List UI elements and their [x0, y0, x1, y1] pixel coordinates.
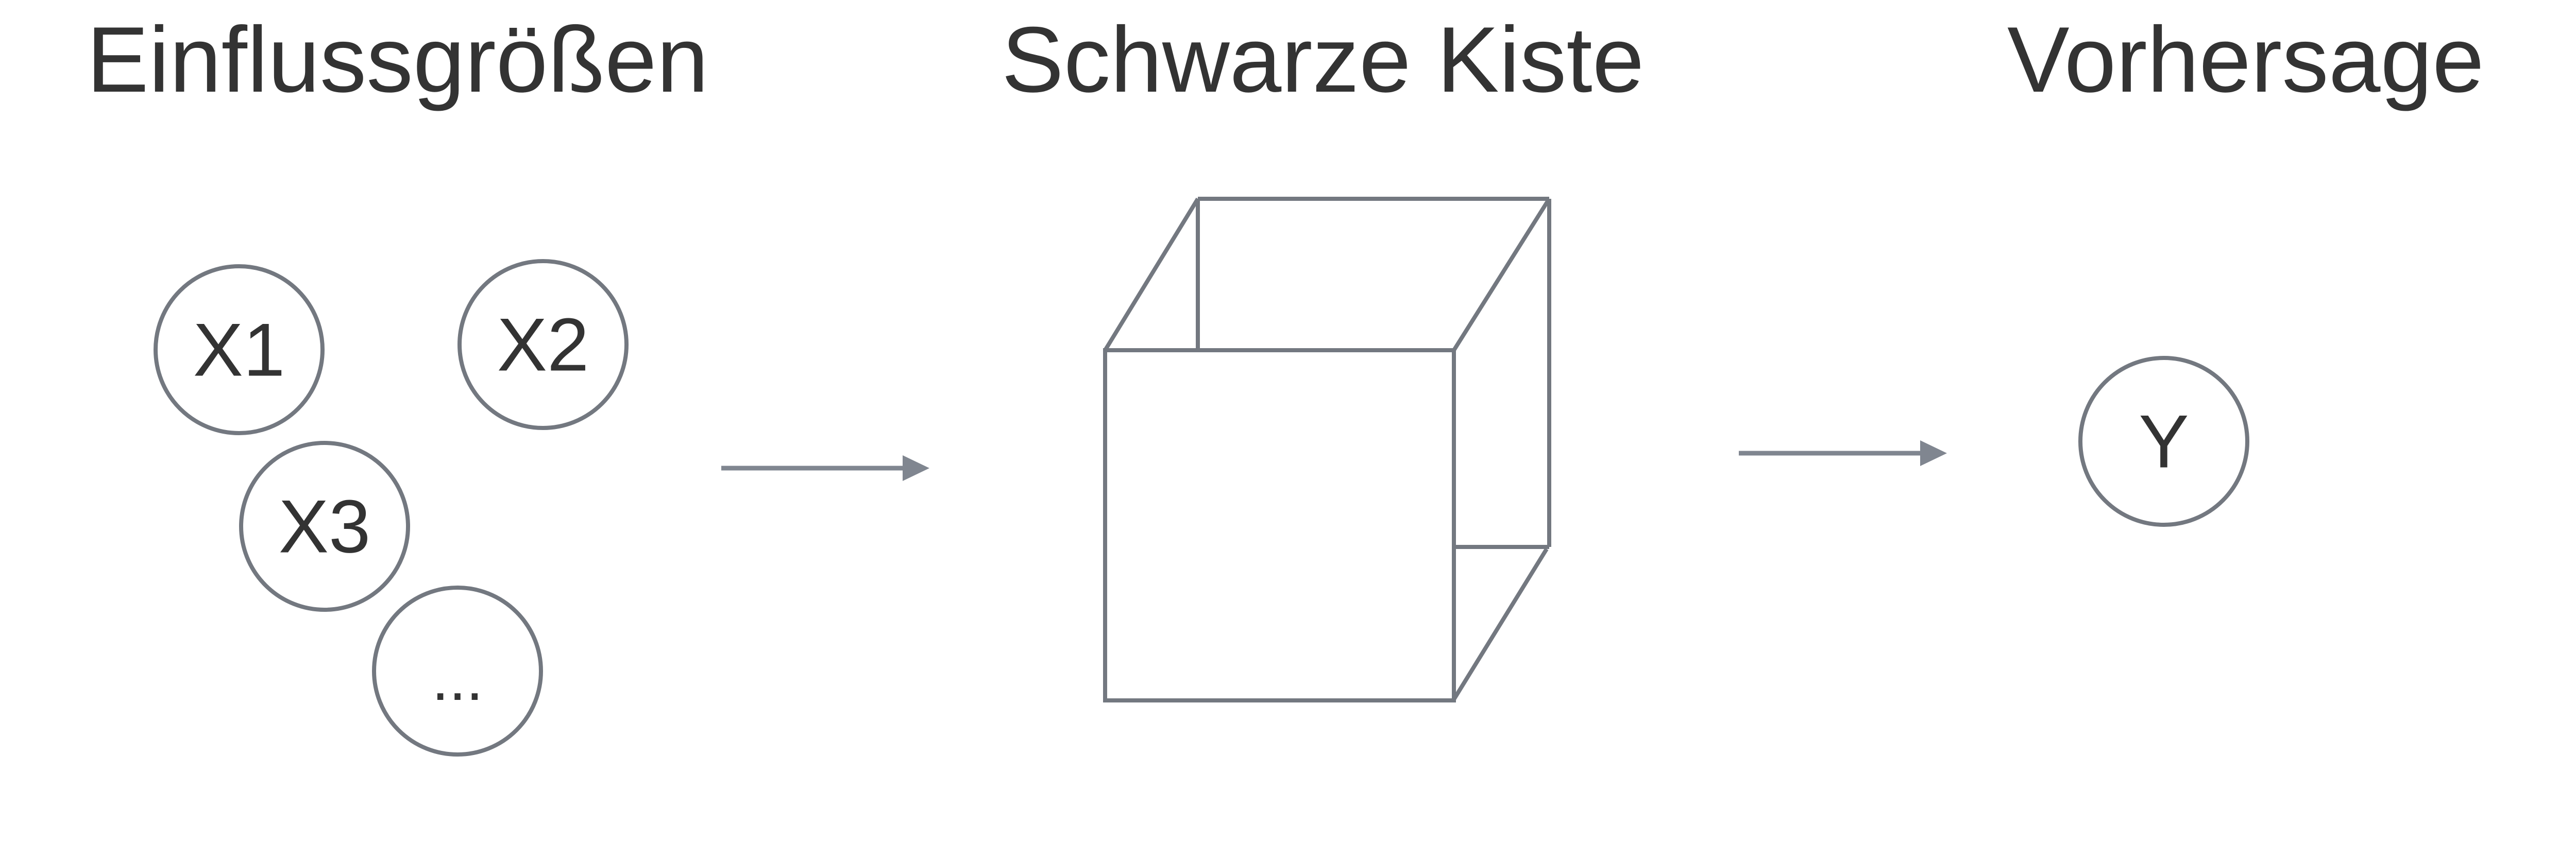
arrow-head — [1920, 440, 1947, 466]
black-box-bottom-right-edge — [1452, 547, 1549, 701]
arrow-inputs-to-box — [721, 455, 929, 481]
input-label-x2: X2 — [497, 303, 589, 387]
black-box-top-left-edge — [1103, 197, 1200, 352]
input-circle-x2 — [457, 259, 629, 430]
heading-inputs: Einflussgrößen — [87, 8, 708, 112]
arrow-head — [903, 455, 929, 481]
black-box-top-right-edge — [1452, 197, 1551, 352]
input-label-x3: X3 — [279, 485, 371, 569]
black-box-front-face — [1103, 348, 1456, 702]
output-node-y: Y — [2078, 356, 2249, 527]
heading-model: Schwarze Kiste — [1002, 8, 1644, 112]
input-circle-more — [372, 586, 543, 757]
black-box — [1103, 197, 1551, 702]
output-label-y: Y — [2139, 400, 2189, 484]
heading-output: Vorhersage — [2007, 8, 2484, 112]
input-label-more: ... — [432, 644, 483, 713]
input-node-x2: X2 — [457, 259, 629, 430]
arrow-box-to-output — [1739, 440, 1947, 466]
input-node-x3: X3 — [239, 441, 410, 612]
input-circle-x1 — [154, 264, 325, 435]
input-label-x1: X1 — [193, 308, 285, 392]
output-circle-y — [2078, 356, 2249, 527]
input-node-more: ... — [372, 586, 543, 757]
input-circle-x3 — [239, 441, 410, 612]
input-node-x1: X1 — [154, 264, 325, 435]
